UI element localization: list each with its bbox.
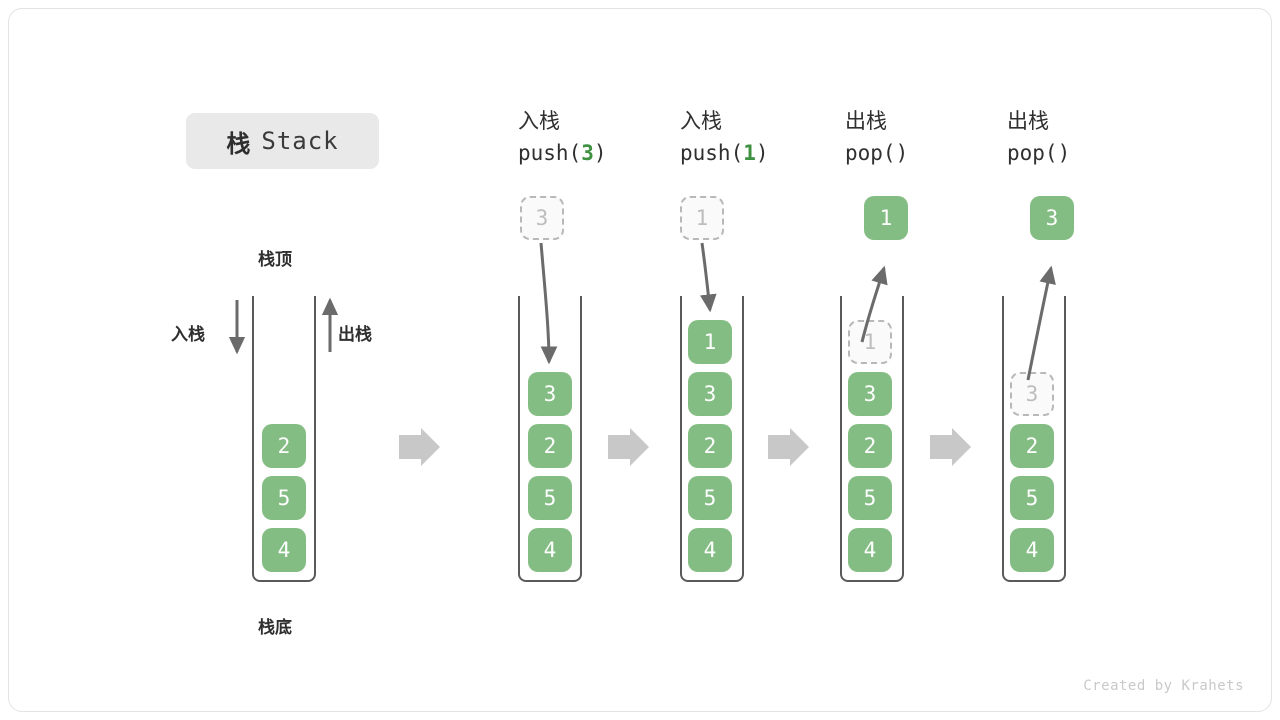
stack-element: 2 [1010,424,1054,468]
stack-element: 5 [1010,476,1054,520]
title-chinese: 栈 [226,129,252,158]
code-post: ) [895,141,909,165]
stack-element: 4 [688,528,732,572]
stack-element: 4 [262,528,306,572]
column-header-pop-3: 出栈 pop() [1007,106,1157,170]
stack-element-ghost: 3 [1010,372,1054,416]
stack-tube-pop-1 [840,296,904,582]
title-english: Stack [261,127,339,155]
column-header-pop-1: 出栈 pop() [845,106,995,170]
stack-element: 5 [528,476,572,520]
code-pre: push( [518,141,582,165]
stack-element: 2 [528,424,572,468]
stack-element: 4 [528,528,572,572]
popped-element-3: 3 [1030,196,1074,240]
stack-element: 5 [848,476,892,520]
code-arg: 3 [581,141,594,165]
stack-tube-initial [252,296,316,582]
stack-tube-push-1 [680,296,744,582]
floating-element-push-1: 1 [680,196,724,240]
stack-element: 2 [262,424,306,468]
stack-element: 3 [688,372,732,416]
stack-element: 4 [1010,528,1054,572]
code-pre: pop( [1007,141,1058,165]
code-pre: pop( [845,141,896,165]
watermark: Created by Krahets [1083,678,1244,694]
code-pre: push( [680,141,744,165]
code-post: ) [1057,141,1071,165]
column-header-push-3: 入栈 push(3) [518,106,668,170]
stack-element: 5 [688,476,732,520]
push-direction-label: 入栈 [171,325,205,345]
stack-bottom-label: 栈底 [258,618,292,638]
code-post: ) [593,141,607,165]
stack-element: 2 [848,424,892,468]
stack-top-label: 栈顶 [258,250,292,270]
column-header-cn: 出栈 [845,109,887,133]
floating-element-push-3: 3 [520,196,564,240]
column-header-code: push(3) [518,136,668,170]
column-header-code: pop() [1007,136,1157,170]
column-header-cn: 出栈 [1007,109,1049,133]
code-post: ) [755,141,769,165]
popped-element-1: 1 [864,196,908,240]
stack-tube-push-3 [518,296,582,582]
stack-title-badge: 栈 Stack [186,113,379,169]
stack-element: 1 [688,320,732,364]
stack-tube-pop-3 [1002,296,1066,582]
stack-element: 3 [528,372,572,416]
stack-element: 4 [848,528,892,572]
pop-direction-label: 出栈 [338,325,372,345]
stack-element: 2 [688,424,732,468]
code-arg: 1 [743,141,756,165]
stack-element: 3 [848,372,892,416]
stack-element-ghost: 1 [848,320,892,364]
column-header-cn: 入栈 [680,109,722,133]
stack-element: 5 [262,476,306,520]
column-header-code: pop() [845,136,995,170]
column-header-cn: 入栈 [518,109,560,133]
column-header-push-1: 入栈 push(1) [680,106,830,170]
column-header-code: push(1) [680,136,830,170]
